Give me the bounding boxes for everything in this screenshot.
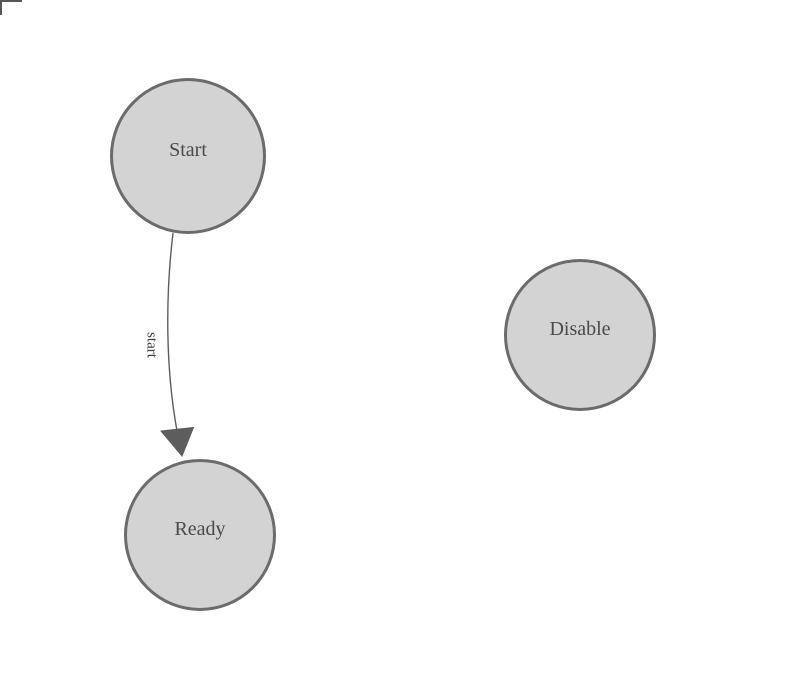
- node-disable[interactable]: Disable: [504, 259, 656, 411]
- arrowhead-icon: [160, 426, 195, 457]
- node-disable-label: Disable: [549, 317, 611, 340]
- edge-start-to-ready[interactable]: [167, 232, 178, 432]
- node-start[interactable]: Start: [110, 78, 266, 234]
- edge-label-start[interactable]: start: [143, 332, 160, 358]
- node-ready-label: Ready: [174, 517, 226, 540]
- node-ready[interactable]: Ready: [124, 459, 276, 611]
- node-start-label: Start: [169, 138, 207, 161]
- canvas-corner-mark: [0, 0, 22, 15]
